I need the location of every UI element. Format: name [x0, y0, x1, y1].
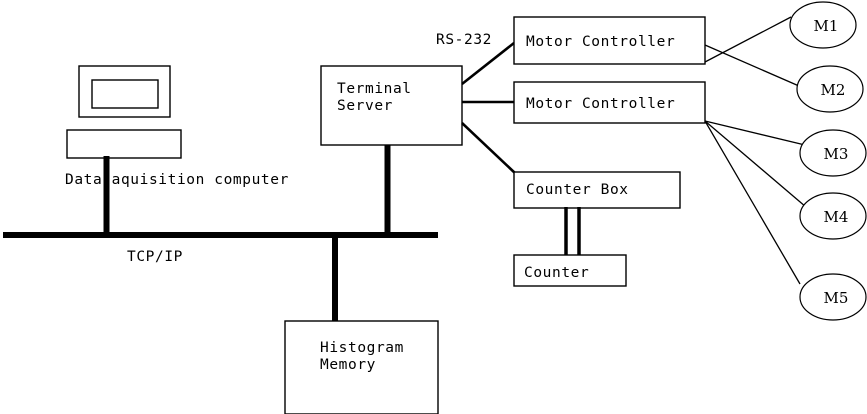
motor-node-m4: M4 — [799, 192, 867, 240]
motor-label-m5: M5 — [824, 289, 849, 307]
counter-label: Counter — [524, 265, 589, 281]
counter-box-label: Counter Box — [526, 182, 629, 198]
computer-label: Data aquisition computer — [65, 172, 289, 188]
terminal-server-label-line2: Server — [337, 98, 393, 114]
rs232-link-line — [461, 41, 515, 86]
counter-box — [513, 254, 627, 287]
motor-controller-1-label: Motor Controller — [526, 34, 675, 50]
tcpip-label: TCP/IP — [127, 249, 183, 265]
motor-node-m1: M1 — [789, 1, 857, 49]
desktop-computer-icon — [66, 65, 182, 159]
terminal-server-label-line1: Terminal — [337, 81, 412, 97]
motor-node-m3: M3 — [799, 129, 867, 177]
motor-node-m2: M2 — [796, 65, 864, 113]
motor-label-m3: M3 — [824, 145, 849, 163]
motor-ellipse-m2 — [796, 65, 864, 113]
motor-ellipse-m4 — [799, 192, 867, 240]
mc1-to-m2-line — [704, 44, 800, 87]
histogram-memory-box — [284, 320, 439, 414]
mc2-to-m5-line — [704, 120, 801, 285]
mc2-to-m4-line — [704, 120, 807, 208]
rs232-label: RS-232 — [436, 32, 492, 48]
motor-ellipse-m1 — [789, 1, 857, 49]
histogram-memory-label-line1: Histogram — [320, 340, 404, 356]
motor-ellipse-m5 — [799, 273, 867, 321]
terminal-server-box — [320, 65, 463, 146]
monitor-screen — [91, 79, 159, 109]
mc1-to-m1-line — [704, 16, 792, 63]
histogram-memory-label-line2: Memory — [320, 357, 376, 373]
motor-ellipse-m3 — [799, 129, 867, 177]
motor-label-m2: M2 — [821, 81, 846, 99]
motor-node-m5: M5 — [799, 273, 867, 321]
motor-label-m4: M4 — [824, 208, 849, 226]
motor-controller-1-box — [513, 16, 706, 65]
motor-label-m1: M1 — [814, 17, 839, 35]
counter-box-box — [513, 171, 681, 209]
mc2-to-m3-line — [704, 120, 806, 146]
motor-controller-2-box — [513, 81, 706, 124]
terminal-to-counterbox-line — [461, 122, 517, 175]
motor-controller-2-label: Motor Controller — [526, 96, 675, 112]
computer-base — [66, 129, 182, 159]
